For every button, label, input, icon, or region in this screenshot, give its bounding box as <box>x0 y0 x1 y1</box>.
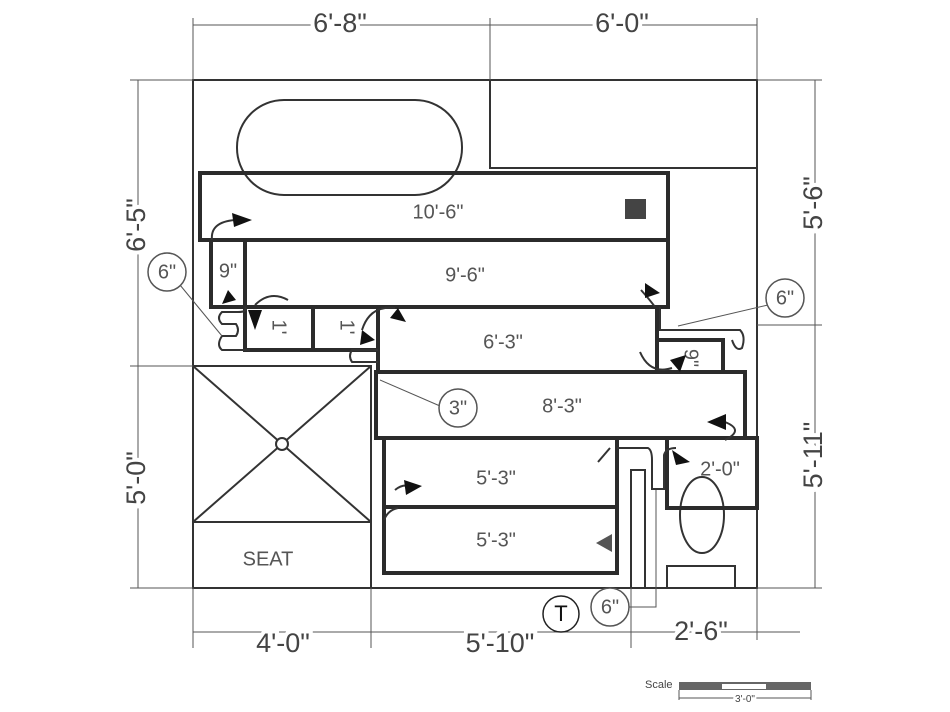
piece-label: 5'-3" <box>476 529 516 551</box>
connector-left <box>218 306 250 351</box>
piece-2-0 <box>665 436 759 510</box>
dim-left-lower: 5'-0" <box>121 451 151 505</box>
callout: T <box>542 595 580 633</box>
dimension-lines <box>130 18 822 648</box>
piece-label: 9'-6" <box>445 264 485 286</box>
marker-square <box>625 199 646 219</box>
scale-bar: Scale 3'-0" <box>645 679 812 707</box>
seat-label: SEAT <box>243 548 294 570</box>
callout: 6" <box>590 587 630 627</box>
svg-text:T: T <box>554 601 567 626</box>
scale-label: Scale <box>645 679 673 691</box>
piece-label: 9" <box>219 260 237 282</box>
dim-bottom-right: 2'-6" <box>674 616 728 646</box>
shower <box>192 365 372 523</box>
connector-right <box>659 307 745 350</box>
bathtub <box>236 99 463 196</box>
dim-right-lower: 5'-11" <box>798 422 828 489</box>
piece-label: 10'-6" <box>413 201 464 223</box>
dim-bottom-middle: 5'-10" <box>466 628 535 658</box>
callout: 3" <box>438 388 478 428</box>
piece-label: 1' <box>336 320 358 335</box>
room-outline <box>192 79 758 589</box>
shower-drain <box>275 437 289 451</box>
dim-left-upper: 6'-5" <box>121 198 151 252</box>
toilet-tank <box>666 565 736 589</box>
svg-text:6": 6" <box>776 287 794 309</box>
piece-label: 9" <box>680 349 702 367</box>
callout: 6" <box>765 278 805 318</box>
alcove-wall <box>489 80 757 169</box>
connector-bottom <box>617 447 677 490</box>
connector-mid <box>349 349 378 363</box>
dim-top-right: 6'-0" <box>595 8 649 38</box>
callout: 6" <box>147 252 187 292</box>
svg-text:6": 6" <box>601 596 619 618</box>
dim-bottom-left: 4'-0" <box>256 628 310 658</box>
dim-right-upper: 5'-6" <box>798 176 828 230</box>
piece-label: 5'-3" <box>476 467 516 489</box>
piece-label: 8'-3" <box>542 395 582 417</box>
rotation-arrows <box>210 213 736 521</box>
piece-label: 6'-3" <box>483 331 523 353</box>
toilet-bowl <box>679 476 725 554</box>
piece-label: 1' <box>268 320 290 335</box>
svg-text:6": 6" <box>158 261 176 283</box>
dim-top-left: 6'-8" <box>313 8 367 38</box>
piece-9in <box>209 238 247 309</box>
piece-label: 2'-0" <box>700 458 740 480</box>
svg-text:3": 3" <box>449 397 467 419</box>
partition-wall <box>630 469 646 589</box>
scale-length: 3'-0" <box>735 694 755 705</box>
piece-5-3-b <box>382 505 619 575</box>
direction-triangle <box>596 534 612 552</box>
